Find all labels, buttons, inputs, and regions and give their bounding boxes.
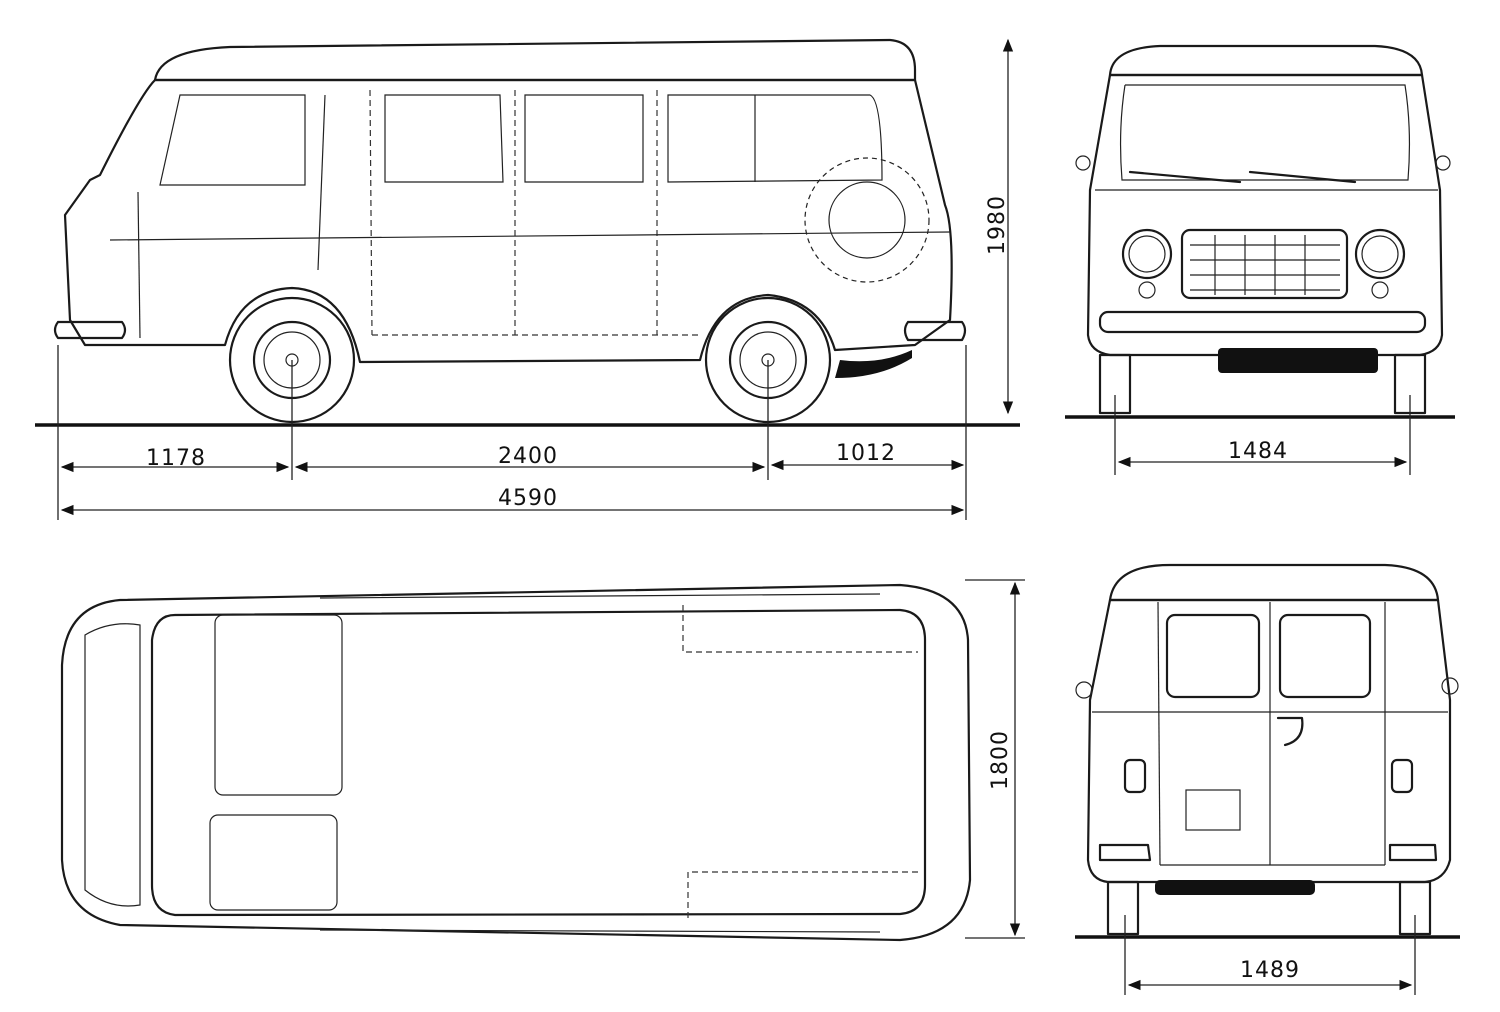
windshield bbox=[1119, 84, 1411, 181]
rear-overhang-label: 1012 bbox=[836, 441, 896, 466]
front-track-label: 1484 bbox=[1228, 439, 1288, 464]
height-label: 1980 bbox=[985, 195, 1010, 255]
rear-track-label: 1489 bbox=[1240, 958, 1300, 983]
rear-view: 1489 bbox=[1075, 563, 1460, 995]
length-label: 4590 bbox=[498, 486, 558, 511]
front-overhang-label: 1178 bbox=[146, 446, 206, 471]
side-view bbox=[35, 38, 1020, 427]
wheelbase-label: 2400 bbox=[498, 444, 558, 469]
spare-wheel bbox=[828, 181, 906, 259]
headlight-left bbox=[1121, 228, 1173, 280]
front-bumper bbox=[53, 320, 127, 340]
door-handle bbox=[1276, 716, 1304, 747]
headlight-right bbox=[1354, 228, 1406, 280]
width-label: 1800 bbox=[988, 730, 1013, 790]
license-plate bbox=[1185, 789, 1241, 831]
grille bbox=[1180, 228, 1349, 300]
side-dimensions: 1178 2400 1012 4590 1980 bbox=[57, 38, 1014, 520]
rear-bumper bbox=[903, 320, 967, 342]
front-view: 1484 bbox=[1065, 44, 1455, 475]
top-view: 1800 bbox=[60, 579, 1025, 942]
